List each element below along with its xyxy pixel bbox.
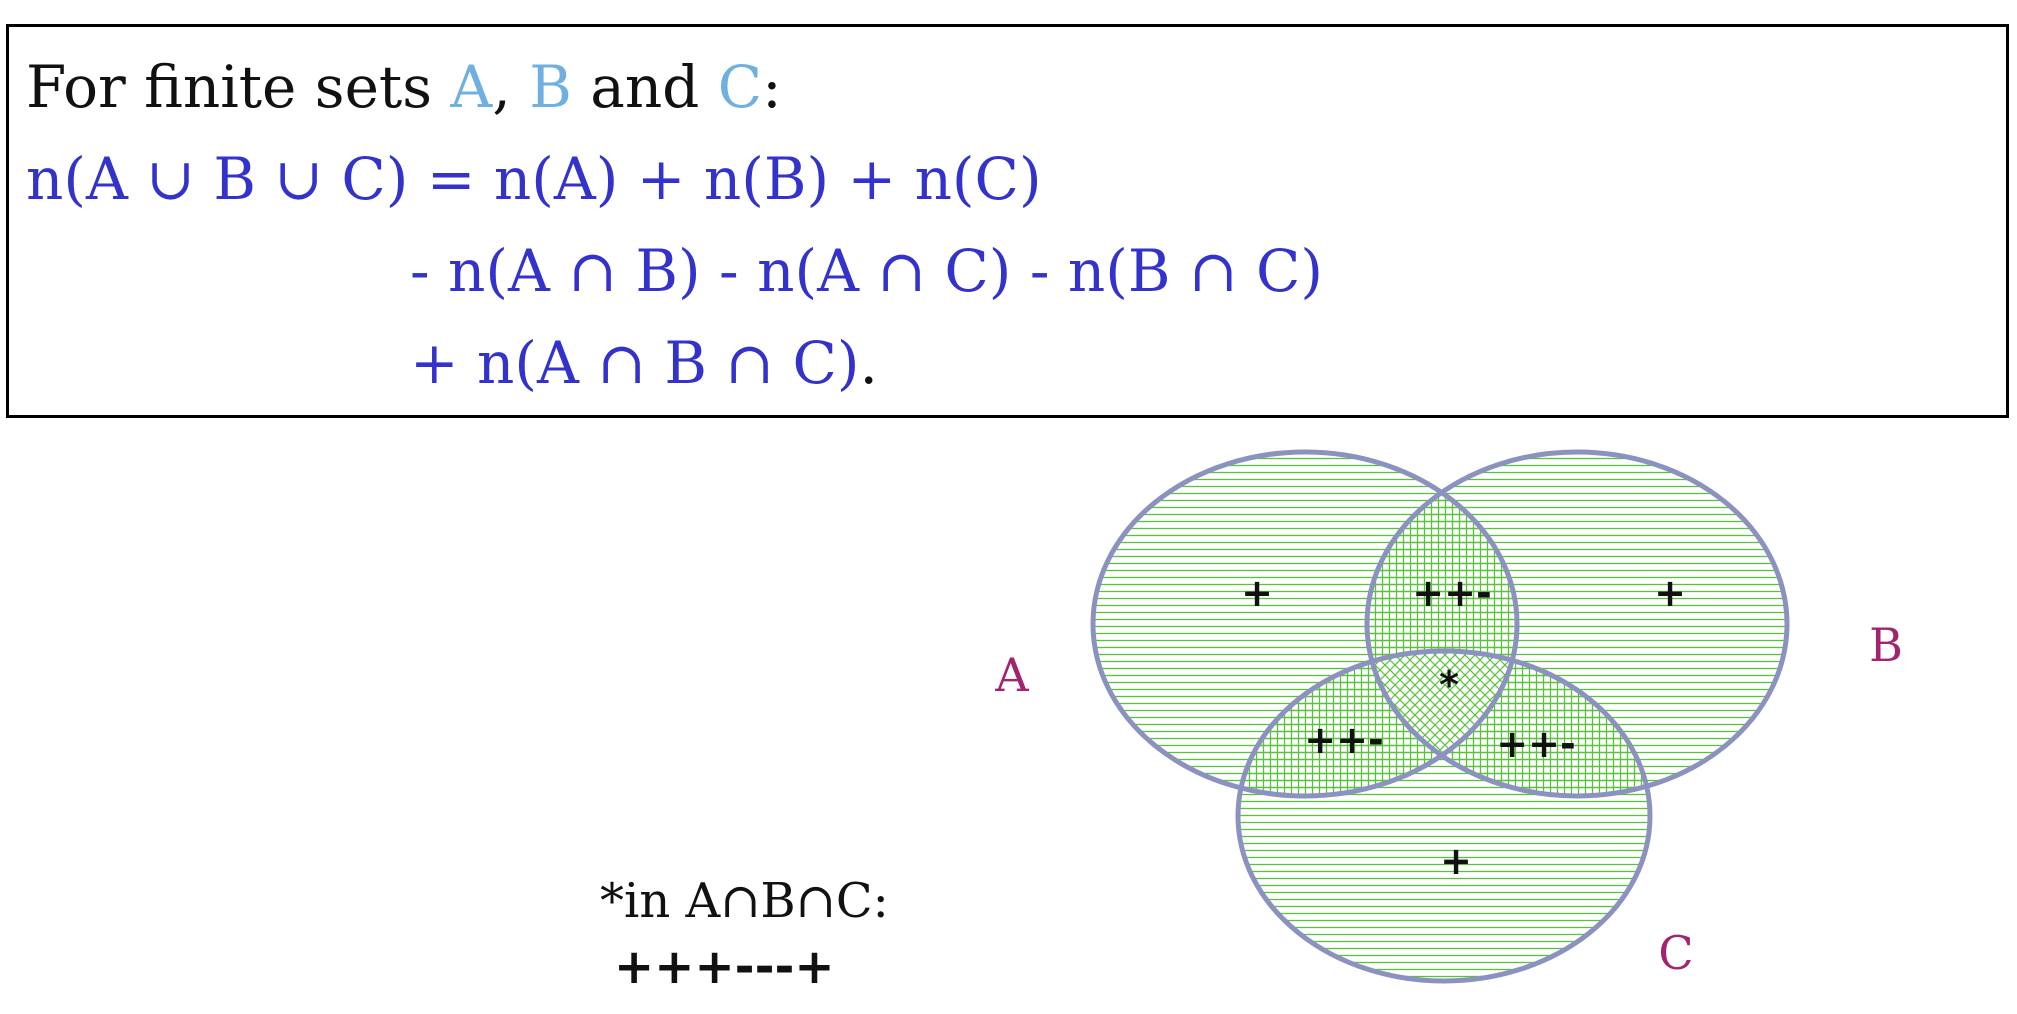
intersection-bc-hatching — [1367, 651, 1650, 796]
formula-line-3-period: . — [859, 329, 878, 397]
intro-prefix: For finite sets — [26, 53, 451, 121]
region-a-only-sign: + — [1241, 571, 1273, 615]
intro-and: and — [571, 53, 718, 121]
set-c-label: C — [1658, 926, 1693, 980]
set-a-outline — [1090, 449, 1520, 799]
note-line-2: +++---+ — [614, 939, 835, 995]
set-b-label: B — [1869, 618, 1903, 672]
set-a-name: A — [450, 53, 493, 121]
formula-line-1: n(A ∪ B ∪ C) = n(A) + n(B) + n(C) — [26, 145, 1042, 213]
region-b-only-sign: + — [1654, 571, 1686, 615]
region-bc-sign: ++- — [1496, 722, 1575, 766]
intro-colon: : — [762, 53, 782, 121]
set-c-outline — [1235, 648, 1653, 984]
formula-line-2: - n(A ∩ B) - n(A ∩ C) - n(B ∩ C) — [410, 237, 1323, 305]
region-abc-marker: * — [1439, 663, 1459, 707]
set-a-label: A — [994, 648, 1029, 702]
note-line-1: *in A∩B∩C: — [600, 873, 889, 929]
set-b-name: B — [529, 53, 572, 121]
set-b-outline — [1364, 449, 1790, 799]
formula-intro: For finite sets A, B and C: — [26, 58, 782, 116]
intersection-ac-hatching — [1238, 651, 1517, 796]
set-c-name: C — [717, 53, 763, 121]
intro-comma: , — [492, 53, 530, 121]
formula-line-3: + n(A ∩ B ∩ C). — [410, 334, 878, 392]
formula-line-3-expr: + n(A ∩ B ∩ C) — [410, 329, 860, 397]
region-ac-sign: ++- — [1304, 718, 1383, 762]
region-ab-sign: ++- — [1412, 571, 1491, 615]
region-c-only-sign: + — [1440, 839, 1472, 883]
formula-box — [6, 24, 2009, 418]
